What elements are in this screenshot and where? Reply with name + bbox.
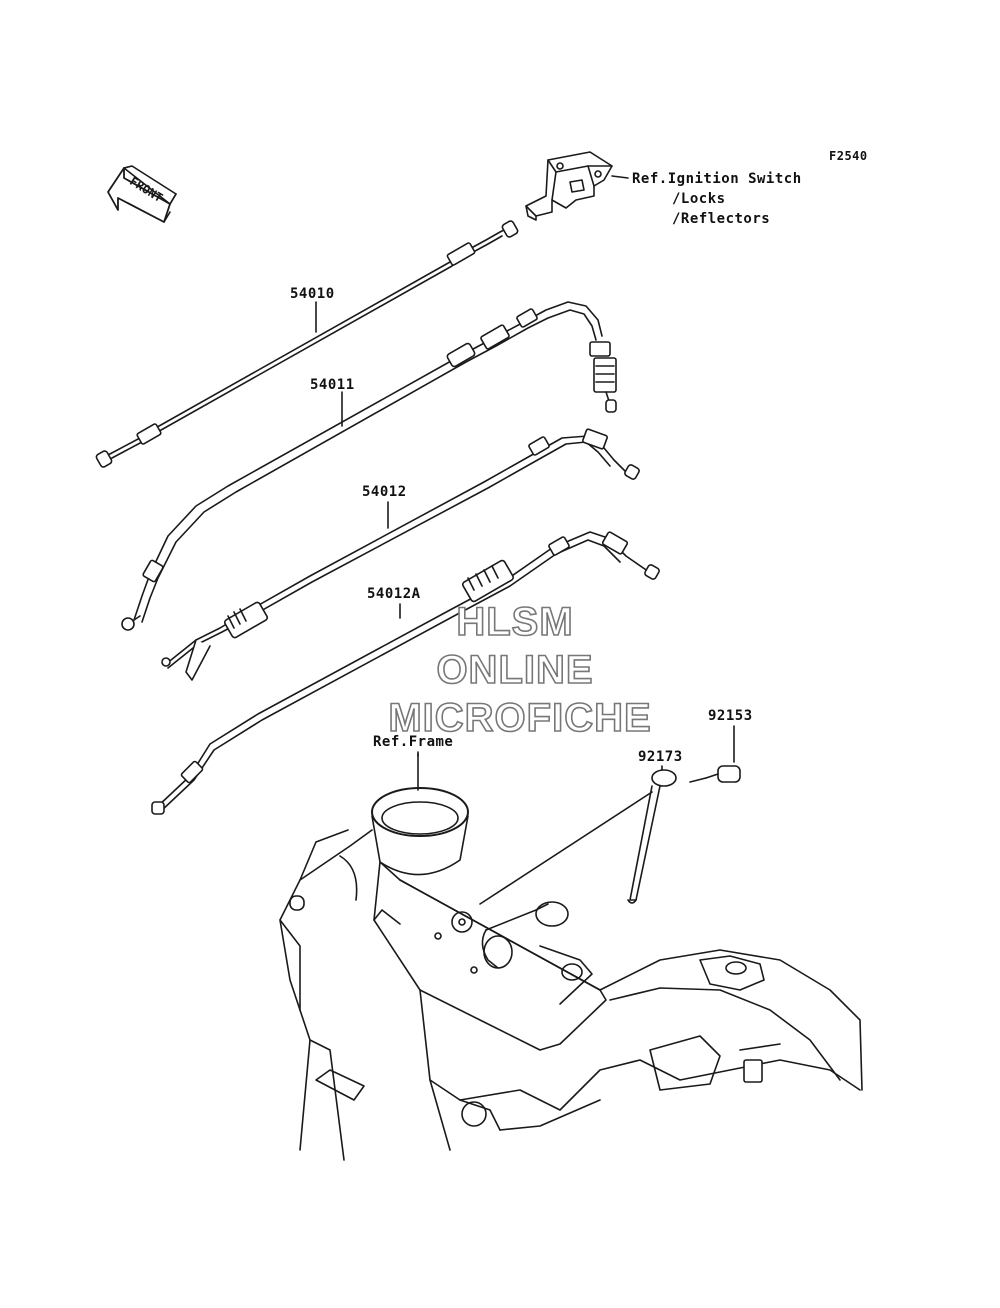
watermark-line-1: HLSM [456, 599, 574, 645]
part-number-54012A: 54012A [367, 586, 421, 602]
mount-line [479, 791, 653, 905]
ignition-ref-line-1: Ref.Ignition Switch [632, 171, 802, 187]
front-arrow-icon: FRONT [107, 165, 177, 223]
bolt-92153 [689, 765, 741, 783]
cable-54012 [161, 428, 640, 681]
part-number-92173: 92173 [638, 749, 683, 765]
part-number-92153: 92153 [708, 708, 753, 724]
ignition-ref-line-3: /Reflectors [672, 211, 771, 227]
cable-54011 [121, 301, 617, 631]
part-number-54010: 54010 [290, 286, 335, 302]
cable-54010 [95, 220, 519, 468]
part-number-54012: 54012 [362, 484, 407, 500]
frame-ref-label: Ref.Frame [373, 734, 454, 750]
cable-54012A [151, 531, 660, 815]
part-number-54011: 54011 [310, 377, 355, 393]
leader-ignition [611, 175, 629, 179]
watermark-line-2: ONLINE [436, 647, 594, 693]
figure-code: F2540 [829, 149, 868, 163]
frame-drawing [279, 753, 863, 1161]
ignition-bracket [525, 151, 613, 221]
ignition-ref-line-2: /Locks [672, 191, 726, 207]
clamp-92173 [627, 769, 677, 904]
watermark-line-3: MICROFICHE [388, 695, 652, 741]
